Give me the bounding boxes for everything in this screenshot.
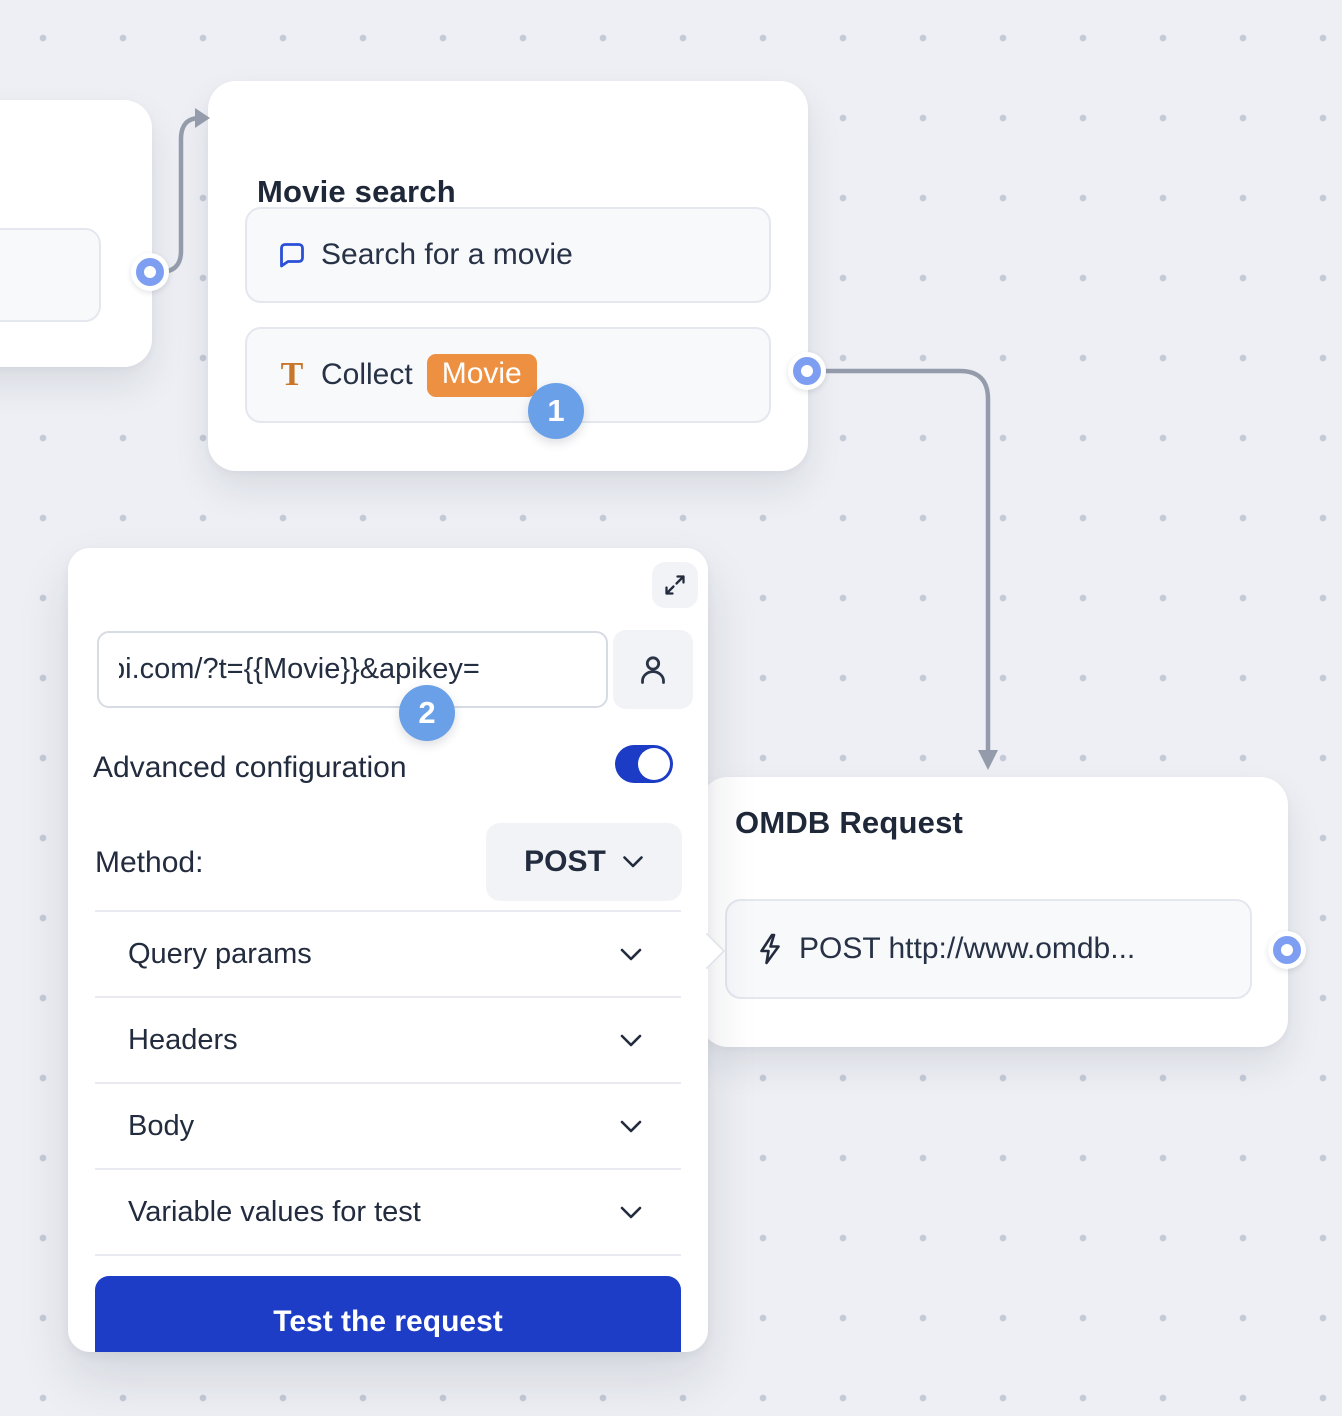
chevron-down-icon [619,947,643,962]
connection-line-movie-to-omdb [808,368,991,751]
text-collect-icon: T [280,356,304,393]
expand-panel-button[interactable] [652,562,698,608]
chevron-down-icon [622,855,644,869]
lightning-icon [755,933,785,965]
section-label: Headers [128,1023,238,1056]
webhook-url-input[interactable] [97,631,608,708]
section-label: Variable values for test [128,1195,421,1228]
movie-node-title: Movie search [257,174,456,209]
omdb-node-output-connector[interactable] [1268,931,1306,969]
step-badge-1: 1 [528,383,584,439]
advanced-configuration-toggle[interactable] [615,745,673,783]
connection-line-prev-to-movie [150,115,201,275]
chat-bubble-icon [277,240,307,270]
variables-button[interactable] [613,630,693,709]
webhook-settings-panel[interactable]: 2 Advanced configuration Method: POST Qu… [68,548,708,1352]
connector-ring-icon [1273,936,1301,964]
person-icon [634,651,672,689]
section-headers[interactable]: Headers [95,996,681,1082]
movie-item-question-label: Search for a movie [321,238,573,271]
section-label: Body [128,1109,195,1142]
method-select[interactable]: POST [486,823,682,901]
section-variable-values[interactable]: Variable values for test [95,1168,681,1256]
method-selected-value: POST [524,845,606,878]
expand-icon [663,573,687,597]
omdb-item-request-label: POST http://www.omdb... [799,932,1136,965]
collapsible-sections: Query params Headers Body Variable value… [95,910,681,1256]
previous-node-card[interactable] [0,100,152,367]
section-body[interactable]: Body [95,1082,681,1168]
connector-ring-icon [136,258,164,286]
omdb-node-title: OMDB Request [735,805,964,840]
omdb-request-node-card[interactable]: OMDB Request POST http://www.omdb... [700,777,1288,1047]
section-label: Query params [128,937,312,970]
previous-node-item[interactable] [0,228,101,322]
chevron-down-icon [619,1119,643,1134]
movie-node-output-connector[interactable] [788,352,826,390]
connector-ring-icon [793,357,821,385]
step-badge-2: 2 [399,685,455,741]
movie-item-question[interactable]: Search for a movie [245,207,771,303]
variable-badge-movie[interactable]: Movie [426,353,537,397]
omdb-item-request[interactable]: POST http://www.omdb... [725,899,1252,999]
chevron-down-icon [619,1205,643,1220]
test-request-button[interactable]: Test the request [95,1276,681,1352]
previous-node-output-connector[interactable] [131,253,169,291]
toggle-knob [638,748,670,780]
section-query-params[interactable]: Query params [95,910,681,996]
movie-item-collect-label: Collect [321,358,413,391]
movie-search-node-card[interactable]: Movie search Search for a movie T Collec… [208,81,808,471]
chevron-down-icon [619,1033,643,1048]
movie-item-collect[interactable]: T Collect Movie [245,327,771,423]
method-label: Method: [95,846,204,879]
arrowhead-down-icon [978,750,998,770]
advanced-configuration-label: Advanced configuration [93,751,407,784]
